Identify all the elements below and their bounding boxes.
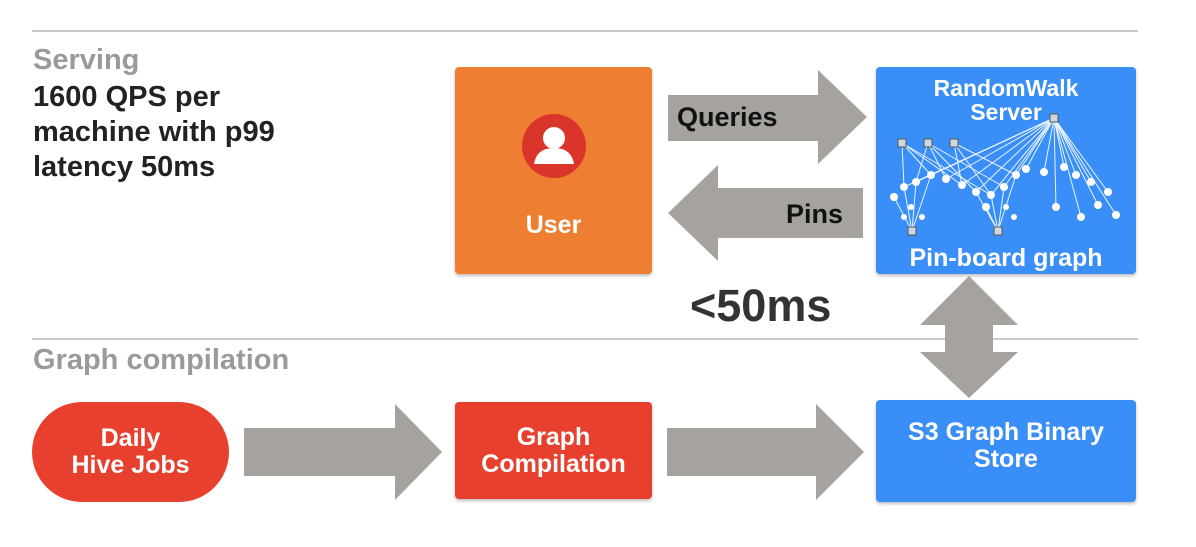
randomwalk-server-node: RandomWalk Server bbox=[876, 67, 1136, 274]
hive-to-compilation-arrow bbox=[244, 404, 442, 500]
serving-title: Serving bbox=[33, 44, 140, 76]
daily-hive-jobs-label: Daily Hive Jobs bbox=[71, 424, 190, 479]
user-avatar-icon bbox=[521, 114, 586, 178]
top-divider bbox=[32, 30, 1138, 32]
latency-label: <50ms bbox=[690, 280, 832, 331]
user-label: User bbox=[525, 211, 582, 239]
store-to-server-arrow bbox=[920, 276, 1018, 398]
serving-description-line-3: latency 50ms bbox=[33, 151, 216, 183]
pin-board-graph-label: Pin-board graph bbox=[909, 244, 1103, 272]
user-node: User bbox=[455, 67, 652, 274]
graph-compilation-node: Graph Compilation bbox=[455, 402, 652, 499]
serving-description-line-1: 1600 QPS per bbox=[33, 81, 220, 113]
serving-description: 1600 QPS per machine with p99 latency 50… bbox=[33, 80, 275, 185]
graph-compilation-title: Graph compilation bbox=[33, 344, 290, 376]
pins-arrow bbox=[668, 165, 863, 261]
queries-label: Queries bbox=[677, 102, 778, 132]
graph-compilation-label: Graph Compilation bbox=[481, 422, 626, 478]
daily-hive-jobs-node: Daily Hive Jobs bbox=[32, 402, 229, 502]
randomwalk-server-label: RandomWalk Server bbox=[933, 75, 1079, 125]
queries-arrow bbox=[668, 70, 867, 164]
compilation-to-store-arrow bbox=[667, 404, 864, 500]
pin-board-graph-icon bbox=[890, 113, 1120, 236]
s3-graph-binary-store-node: S3 Graph Binary Store bbox=[876, 400, 1136, 502]
serving-description-line-2: machine with p99 bbox=[33, 116, 275, 148]
pins-label: Pins bbox=[786, 199, 844, 229]
s3-graph-binary-store-label: S3 Graph Binary Store bbox=[908, 418, 1104, 473]
middle-divider bbox=[32, 338, 1138, 340]
